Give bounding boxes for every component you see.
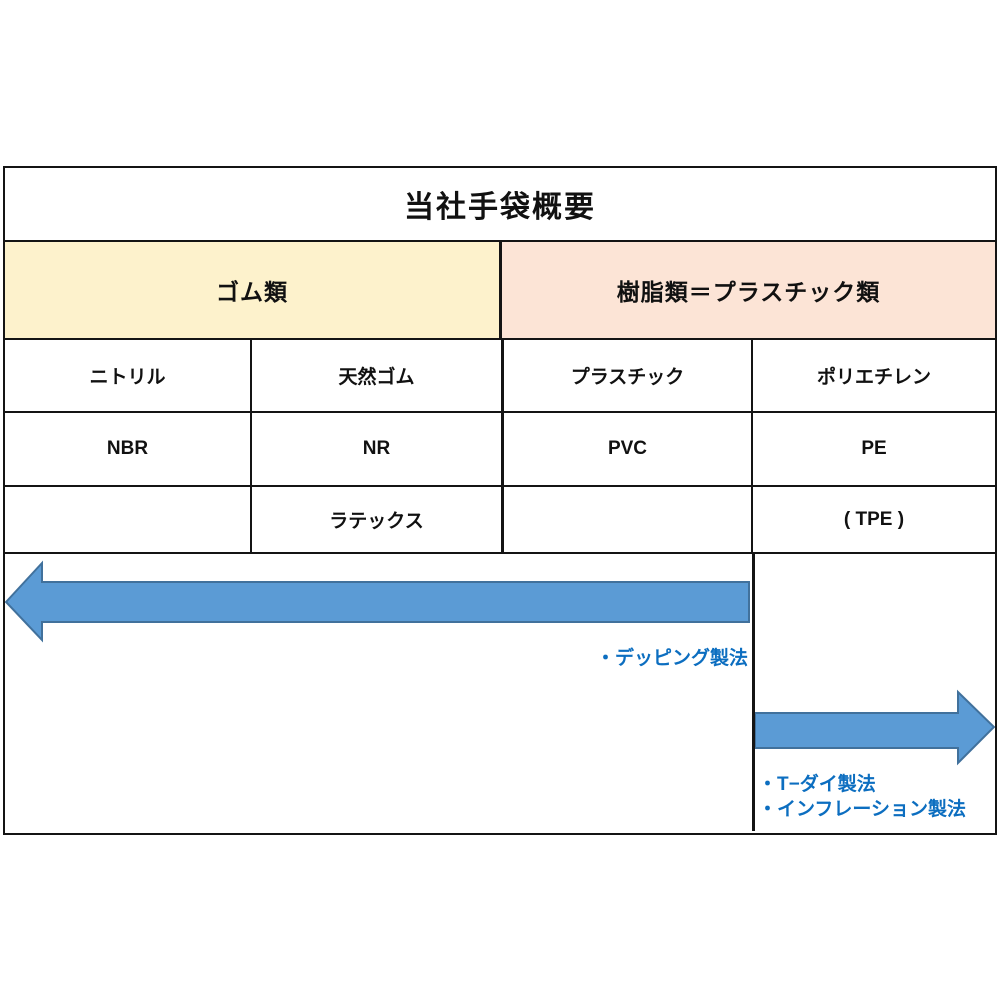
extrusion-arrow-right-icon (755, 689, 995, 766)
dipping-method-label: ・デッピング製法 (595, 648, 748, 669)
material-cell-plastic: プラスチック (504, 340, 753, 411)
variant-cell-tpe: ( TPE ) (843, 508, 905, 530)
variant-cell-empty-2 (504, 487, 753, 552)
title-row: 当社手袋概要 (5, 168, 995, 242)
material-cell-nitrile: ニトリル (5, 340, 252, 411)
dipping-arrow-left-icon (5, 560, 750, 643)
code-cell-pvc: PVC (504, 413, 753, 485)
production-method-row: ・デッピング製法 ・T−ダイ製法 ・インフレーション製法 (5, 554, 995, 831)
t-die-method-label: ・T−ダイ製法 (758, 774, 876, 795)
page-title: 当社手袋概要 (404, 191, 596, 224)
variant-cell-empty-1 (5, 487, 252, 552)
dipping-method-zone: ・デッピング製法 (5, 554, 755, 831)
rubber-group-header: ゴム類 (5, 242, 502, 338)
code-cell-nbr: NBR (5, 413, 252, 485)
extrusion-method-zone: ・T−ダイ製法 ・インフレーション製法 (755, 554, 995, 831)
extrusion-method-labels: ・T−ダイ製法 ・インフレーション製法 (758, 772, 966, 822)
variant-row: ラテックス ( TPE ) (5, 487, 995, 554)
material-cell-polyethylene: ポリエチレン (816, 367, 931, 388)
material-row: ニトリル 天然ゴム プラスチック ポリエチレン (5, 340, 995, 413)
glove-overview-table: 当社手袋概要 ゴム類 樹脂類＝プラスチック類 ニトリル 天然ゴム プラスチック … (3, 166, 997, 835)
code-cell-nr: NR (252, 413, 504, 485)
plastic-group-header: 樹脂類＝プラスチック類 (502, 242, 995, 338)
inflation-method-label: ・インフレーション製法 (758, 799, 967, 820)
group-header-row: ゴム類 樹脂類＝プラスチック類 (5, 242, 995, 340)
variant-cell-latex: ラテックス (252, 487, 504, 552)
code-row: NBR NR PVC PE (5, 413, 995, 487)
material-cell-natural-rubber: 天然ゴム (252, 340, 504, 411)
code-cell-pe: PE (861, 438, 887, 459)
